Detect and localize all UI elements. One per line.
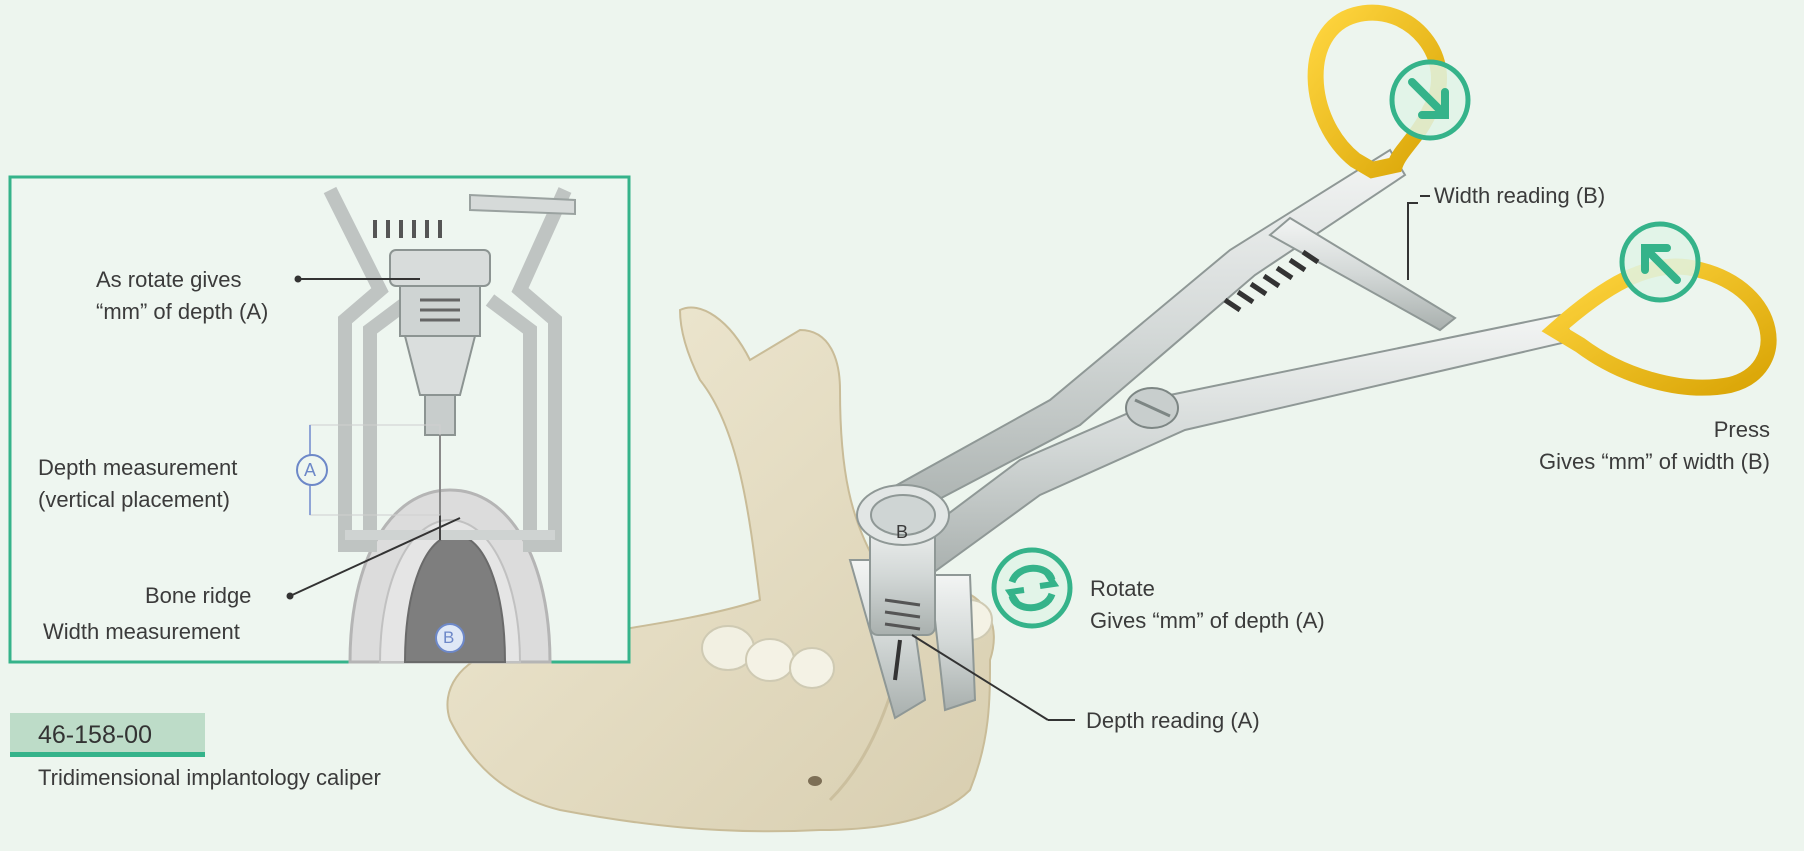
- inset-rotate-line2: “mm” of depth (A): [96, 297, 268, 327]
- press-arrow-icon: [1622, 224, 1698, 300]
- inset-rotate-line1: As rotate gives: [96, 265, 242, 295]
- rotate-label: Rotate: [1090, 574, 1155, 604]
- depth-reading-label: Depth reading (A): [1086, 706, 1260, 736]
- inset-bone-ridge: Bone ridge: [145, 581, 251, 611]
- marker-a: A: [304, 455, 316, 485]
- press-detail-label: Gives “mm” of width (B): [1450, 447, 1770, 477]
- inset-depth-line2: (vertical placement): [38, 485, 230, 515]
- dial-marker: B: [896, 517, 908, 547]
- inset-depth-line1: Depth measurement: [38, 453, 237, 483]
- press-label: Press: [1490, 415, 1770, 445]
- inset-width-measurement: Width measurement: [43, 617, 240, 647]
- product-name: Tridimensional implantology caliper: [38, 765, 381, 791]
- part-number-badge: 46-158-00: [10, 713, 205, 757]
- inset-detail: [10, 177, 629, 662]
- rotate-arrow-icon: [994, 550, 1070, 626]
- rotate-detail-label: Gives “mm” of depth (A): [1090, 606, 1325, 636]
- width-reading-label: Width reading (B): [1434, 181, 1605, 211]
- press-arrow-icon: [1392, 62, 1468, 138]
- marker-b: B: [443, 623, 454, 653]
